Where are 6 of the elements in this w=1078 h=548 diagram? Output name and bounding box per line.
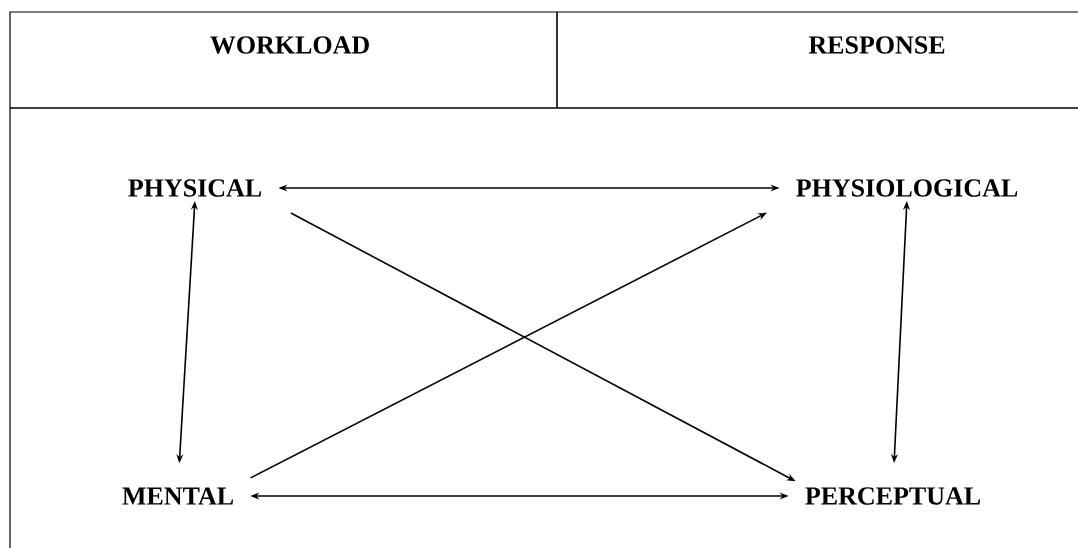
node-label: PERCEPTUAL [805,487,980,505]
node-label: MENTAL [122,487,233,505]
node-label: PHYSIOLOGICAL [796,179,1018,197]
node-label: PHYSICAL [128,179,262,197]
column-header: WORKLOAD [210,36,369,54]
column-header: RESPONSE [808,36,945,54]
